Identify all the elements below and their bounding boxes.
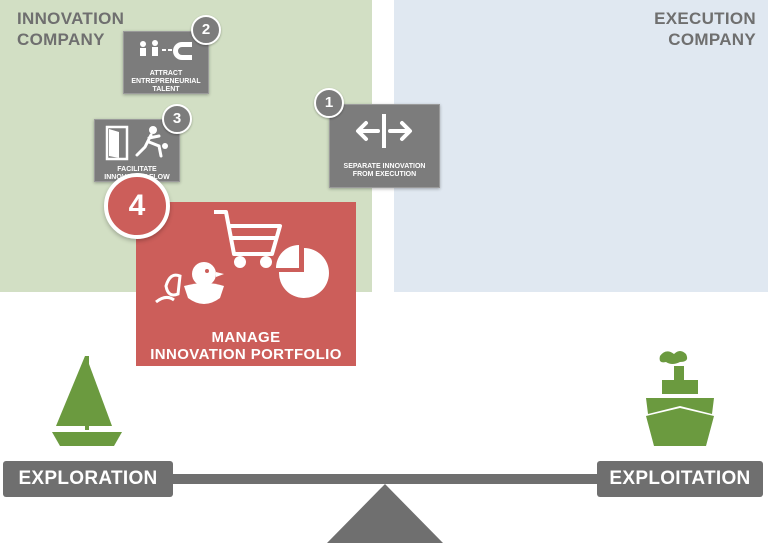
shopping-cart-icon xyxy=(214,210,282,268)
step-1-tile: SEPARATE INNOVATION FROM EXECUTION xyxy=(329,104,440,188)
split-arrows-icon xyxy=(356,114,412,148)
step-4-box: MANAGE INNOVATION PORTFOLIO xyxy=(136,202,356,366)
magnet-people-icon xyxy=(140,40,192,60)
step-3-tile: FACILITATE INNOVATION FLOW xyxy=(94,119,180,182)
exploitation-label: EXPLOITATION xyxy=(597,461,763,497)
step-2-caption: ATTRACT ENTREPRENEURIAL TALENT xyxy=(131,70,201,93)
steamship-icon xyxy=(646,351,714,446)
execution-company-zone xyxy=(394,0,768,292)
innovation-company-title: INNOVATION COMPANY xyxy=(17,9,125,49)
step-1-caption: SEPARATE INNOVATION FROM EXECUTION xyxy=(343,163,426,178)
sailboat-icon xyxy=(52,356,122,446)
step-4-badge: 4 xyxy=(104,173,170,239)
pie-chart-icon xyxy=(276,245,329,298)
execution-company-title: EXECUTION COMPANY xyxy=(654,9,756,49)
step-2-badge: 2 xyxy=(191,15,221,45)
hatching-chick-icon xyxy=(155,262,224,304)
step-1-badge: 1 xyxy=(314,88,344,118)
fulcrum xyxy=(327,484,443,543)
balance-beam xyxy=(150,474,620,484)
step-4-title: MANAGE INNOVATION PORTFOLIO xyxy=(150,329,342,363)
step-2-tile: ATTRACT ENTREPRENEURIAL TALENT xyxy=(123,31,209,94)
step-3-badge: 3 xyxy=(162,104,192,134)
portfolio-icons xyxy=(155,210,329,304)
door-runner-icon xyxy=(105,125,168,161)
exploration-label: EXPLORATION xyxy=(3,461,173,497)
